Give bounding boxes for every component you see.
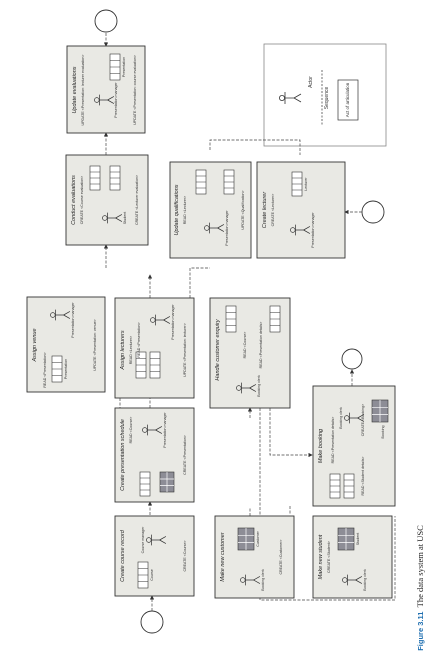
box-act-2: UPDATE <Qualification> xyxy=(241,190,245,229)
end-node-top xyxy=(94,9,118,33)
box-actor: Course manager xyxy=(141,526,145,554)
box-act-1: READ <Presentation details> xyxy=(331,417,335,464)
box-act-3: CREATE <Booking> xyxy=(361,404,365,437)
box-title: Create course record xyxy=(120,529,126,582)
box-entity: Booking xyxy=(381,426,385,439)
box-create-lecturer: Create lecturer CREATE <Lecturer> Lectur… xyxy=(256,161,346,259)
start-node-right xyxy=(361,200,385,224)
box-act-2: READ <Presentation> xyxy=(137,322,141,357)
box-title: Assign venue xyxy=(32,328,38,362)
box-entity: Presentation xyxy=(122,57,126,77)
box-act-1: READ <Presentation> xyxy=(43,352,47,387)
box-act-2: UPDATE <Presentation: course evaluation> xyxy=(133,55,137,125)
box-entity: Course xyxy=(150,569,154,581)
legend: Actor Sequence Act of articulation xyxy=(263,43,387,147)
box-act-1: READ <Course> xyxy=(243,332,247,359)
box-update-evaluations: Update evaluations UPDATE <Presentation:… xyxy=(66,45,146,134)
box-act-1: CREATE <Course evaluation> xyxy=(80,176,84,224)
box-title: Make new customer xyxy=(220,531,226,581)
box-create-schedule: Create presentation schedule READ <Cours… xyxy=(114,407,195,503)
box-title: Create lecturer xyxy=(262,191,268,229)
box-actor: Presentation manager xyxy=(311,212,315,248)
box-assign-lecturers: Assign lecturers READ <Lecturer> Present… xyxy=(114,297,195,399)
box-title: Make new student xyxy=(318,534,324,579)
legend-act-label: Act of articulation xyxy=(345,82,350,117)
box-title: Handle customer enquiry xyxy=(215,318,221,380)
box-actor: Presentation manager xyxy=(114,82,118,118)
legend-actor-label: Actor xyxy=(308,76,314,88)
box-assign-venue: Assign venue Presentation manager Presen… xyxy=(26,296,106,393)
box-act-1: UPDATE <Presentation: lecturer evaluatio… xyxy=(81,54,85,125)
start-node-bottom xyxy=(140,610,164,634)
box-act-2: CREATE <Lecturer evaluation> xyxy=(135,175,139,225)
box-make-booking: Make booking READ <Presentation details>… xyxy=(312,385,396,507)
box-update-qualifications: Update qualifications READ <Lecturer> Pr… xyxy=(169,161,252,259)
box-title: Assign lecturers xyxy=(120,330,126,370)
box-act-2: CREATE <Presentation> xyxy=(183,435,187,475)
box-act-2: UPDATE <Presentation: venue> xyxy=(93,319,97,370)
box-actor: Presentation manager xyxy=(171,304,175,340)
box-entity: Customer xyxy=(256,530,260,546)
box-act-2: READ <Student details> xyxy=(361,457,365,496)
box-act-1: CREATE <Student> xyxy=(327,541,331,573)
box-handle-enquiry: Handle customer enquiry READ <Course> RE… xyxy=(209,297,291,409)
box-act-1: CREATE <Customer> xyxy=(279,539,283,574)
figure-number: Figure 3.11 xyxy=(416,611,425,651)
box-act-1: READ <Course> xyxy=(129,417,133,444)
box-entity: Presentation xyxy=(64,359,68,379)
box-act-2: READ <Presentation details> xyxy=(259,322,263,369)
figure-caption-text: The data system at USC xyxy=(415,525,425,608)
box-act-1: READ <Lecturer> xyxy=(183,196,187,224)
box-title: Make booking xyxy=(318,428,324,463)
box-actor: Student xyxy=(123,212,127,224)
box-entity: Student xyxy=(356,533,360,545)
figure-caption: Figure 3.11 The data system at USC xyxy=(412,522,428,654)
box-conduct-evaluations: Conduct evaluations CREATE <Course evalu… xyxy=(65,154,149,246)
box-act-3: UPDATE <Presentation: lecturer> xyxy=(183,323,187,377)
box-make-customer: Make new customer Customer Booking clerk… xyxy=(214,515,295,599)
box-actor: Booking clerk xyxy=(261,569,265,591)
box-act-1: CREATE <Course> xyxy=(183,540,187,571)
box-make-student: Make new student CREATE <Student> Studen… xyxy=(312,515,393,599)
box-actor: Booking clerk xyxy=(363,569,367,591)
box-actor: Booking clerk xyxy=(257,375,261,397)
box-actor: Booking clerk xyxy=(339,407,343,429)
box-actor: Presentation manager xyxy=(163,412,167,448)
box-entity: Lecturer xyxy=(304,177,308,191)
box-title: Create presentation schedule xyxy=(120,419,126,491)
end-node-right xyxy=(341,348,363,370)
box-act-1: CREATE <Lecturer> xyxy=(271,194,275,227)
box-title: Conduct evaluations xyxy=(71,175,77,225)
box-actor: Presentation manager xyxy=(225,210,229,246)
box-create-course: Create course record Course manager Cour… xyxy=(114,515,195,597)
box-act-1: READ <Lecturer> xyxy=(129,336,133,364)
sequence-lines xyxy=(103,33,396,611)
legend-sequence-label: Sequence xyxy=(324,87,330,110)
box-title: Update evaluations xyxy=(72,66,78,113)
box-title: Update qualifications xyxy=(174,184,180,235)
box-actor: Presentation manager xyxy=(71,302,75,338)
